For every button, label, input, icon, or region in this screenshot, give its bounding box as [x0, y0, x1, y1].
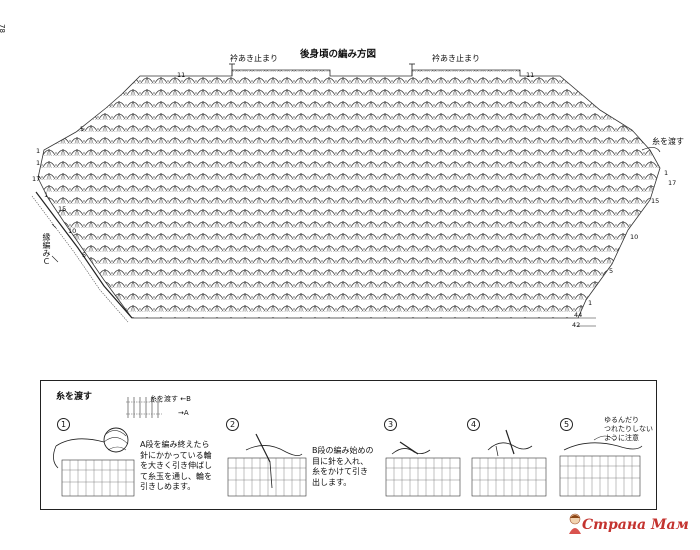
row-number-left: 1: [36, 147, 41, 155]
watermark: Страна Мам: [582, 517, 689, 533]
row-number-left: 1: [36, 159, 41, 167]
edge-row-number: 10: [68, 227, 77, 235]
step-5-text: ゆるんだり つれたりしない ように注意: [604, 416, 653, 442]
neck-label-left: 衿あき止まり: [230, 54, 278, 63]
step-4-illustration: [471, 429, 547, 497]
crochet-chart: [31, 63, 661, 327]
edge-row-number: 15: [58, 205, 67, 213]
row-number-left: 11: [177, 71, 186, 79]
row-number-right: 1: [588, 299, 593, 307]
mascot-icon: [569, 513, 581, 534]
row-number-right: 15: [651, 197, 660, 205]
legend-a: →A: [178, 409, 189, 417]
step-2-text: B段の編み始めの 目に針を入れ、 糸をかけて引き 出します。: [312, 446, 374, 487]
edge-row-number: 5: [82, 251, 87, 259]
neck-label-right: 衿あき止まり: [432, 54, 480, 63]
row-number-right: 17: [668, 179, 677, 187]
legend-diagram: [126, 397, 162, 418]
step-1-text: A段を編み終えたら 針にかかっている輪 を大きく引き伸ばし て糸玉を通し、輪を …: [140, 440, 212, 491]
edge-row-number: 1: [44, 191, 49, 199]
panel-title: 糸を渡す: [56, 392, 93, 402]
step-number: 5: [560, 418, 573, 431]
row-number-left: 5: [80, 125, 85, 133]
step-number: 3: [384, 418, 397, 431]
pass-yarn-arrow: [641, 147, 661, 153]
row-number-left: 17: [32, 175, 41, 183]
step-2-illustration: [227, 433, 307, 497]
step-number: 4: [467, 418, 480, 431]
step-3-illustration: [385, 441, 461, 497]
edging-label: 縁編みＣ: [42, 233, 51, 265]
row-number-right: 5: [609, 267, 614, 275]
step-number: 2: [226, 418, 239, 431]
instruction-panel: [40, 380, 657, 510]
step-number: 1: [57, 418, 70, 431]
chart-title: 後身頃の編み方図: [300, 49, 377, 60]
row-number-right: 11: [526, 71, 535, 79]
pass-yarn-label: 糸を渡す: [652, 137, 684, 146]
row-number-right: 10: [630, 233, 639, 241]
legend-b: 糸を渡す ←B: [150, 395, 191, 403]
edging-line: [35, 191, 133, 319]
step-1-illustration: [53, 427, 135, 497]
step-5-illustration: [559, 435, 643, 497]
row-number-right: 44: [574, 311, 583, 319]
row-number-right: 42: [572, 321, 581, 329]
row-number-right: 1: [664, 169, 669, 177]
